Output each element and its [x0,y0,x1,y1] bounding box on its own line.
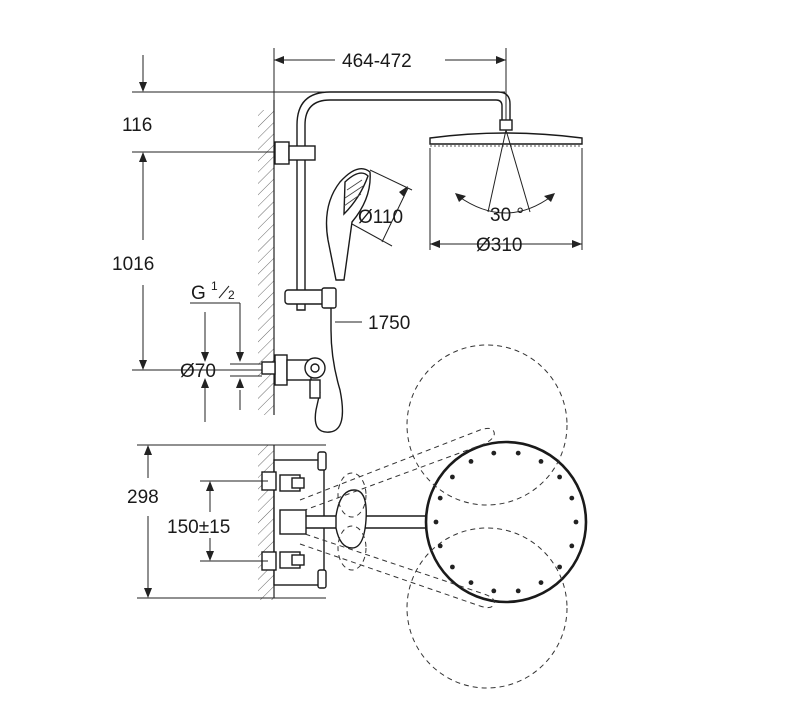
shower-hose [314,308,344,433]
dim-pipe-diameter: Ø70 [180,361,216,382]
hand-shower-top [335,489,367,549]
nozzle-dot [468,459,474,464]
nozzle-dot [557,474,562,480]
upper-wall-bracket [274,141,290,165]
dim-tilt-angle: 30 ° [490,205,524,226]
nozzle-dot [450,564,455,570]
nozzle-dot [569,543,575,549]
side-view [132,48,583,433]
nozzle-dot [468,580,474,585]
nozzle-dot [437,543,443,549]
nozzle-dot [538,459,544,464]
hand-shower [325,168,371,281]
dim-mount-height: 298 [127,487,159,508]
top-view [137,344,588,689]
dim-thread-den: 2 [228,288,235,302]
nozzle-dot [557,564,562,570]
wall-hatching-lower [258,445,274,600]
dim-width-range: 464-472 [342,51,412,72]
dim-head-shower-diameter: Ø310 [476,235,522,256]
nozzle-dot [573,519,579,525]
nozzle-dot [437,495,443,501]
head-shower [429,119,583,147]
shower-arm [296,91,511,311]
head-shower-top [424,440,588,604]
dim-center-distance: 150±15 [167,517,230,538]
nozzle-ring [433,450,579,594]
nozzle-dot [515,450,521,456]
wall-hatching-upper [258,110,274,415]
nozzle-dot [433,519,439,525]
dim-hose-length: 1750 [368,313,410,334]
dim-height-top: 116 [122,115,152,136]
nozzle-dot [491,450,497,456]
dim-height-main: 1016 [112,254,154,275]
nozzle-dot [515,588,521,594]
nozzle-dot [569,495,575,501]
nozzle-dot [538,580,544,585]
thermostat-side [274,354,288,386]
dim-thread: G [191,283,206,304]
dim-thread-num: 1 [211,279,218,293]
dim-hand-shower-diameter: Ø110 [358,207,403,228]
nozzle-dot [491,588,497,594]
nozzle-dot [450,474,455,480]
